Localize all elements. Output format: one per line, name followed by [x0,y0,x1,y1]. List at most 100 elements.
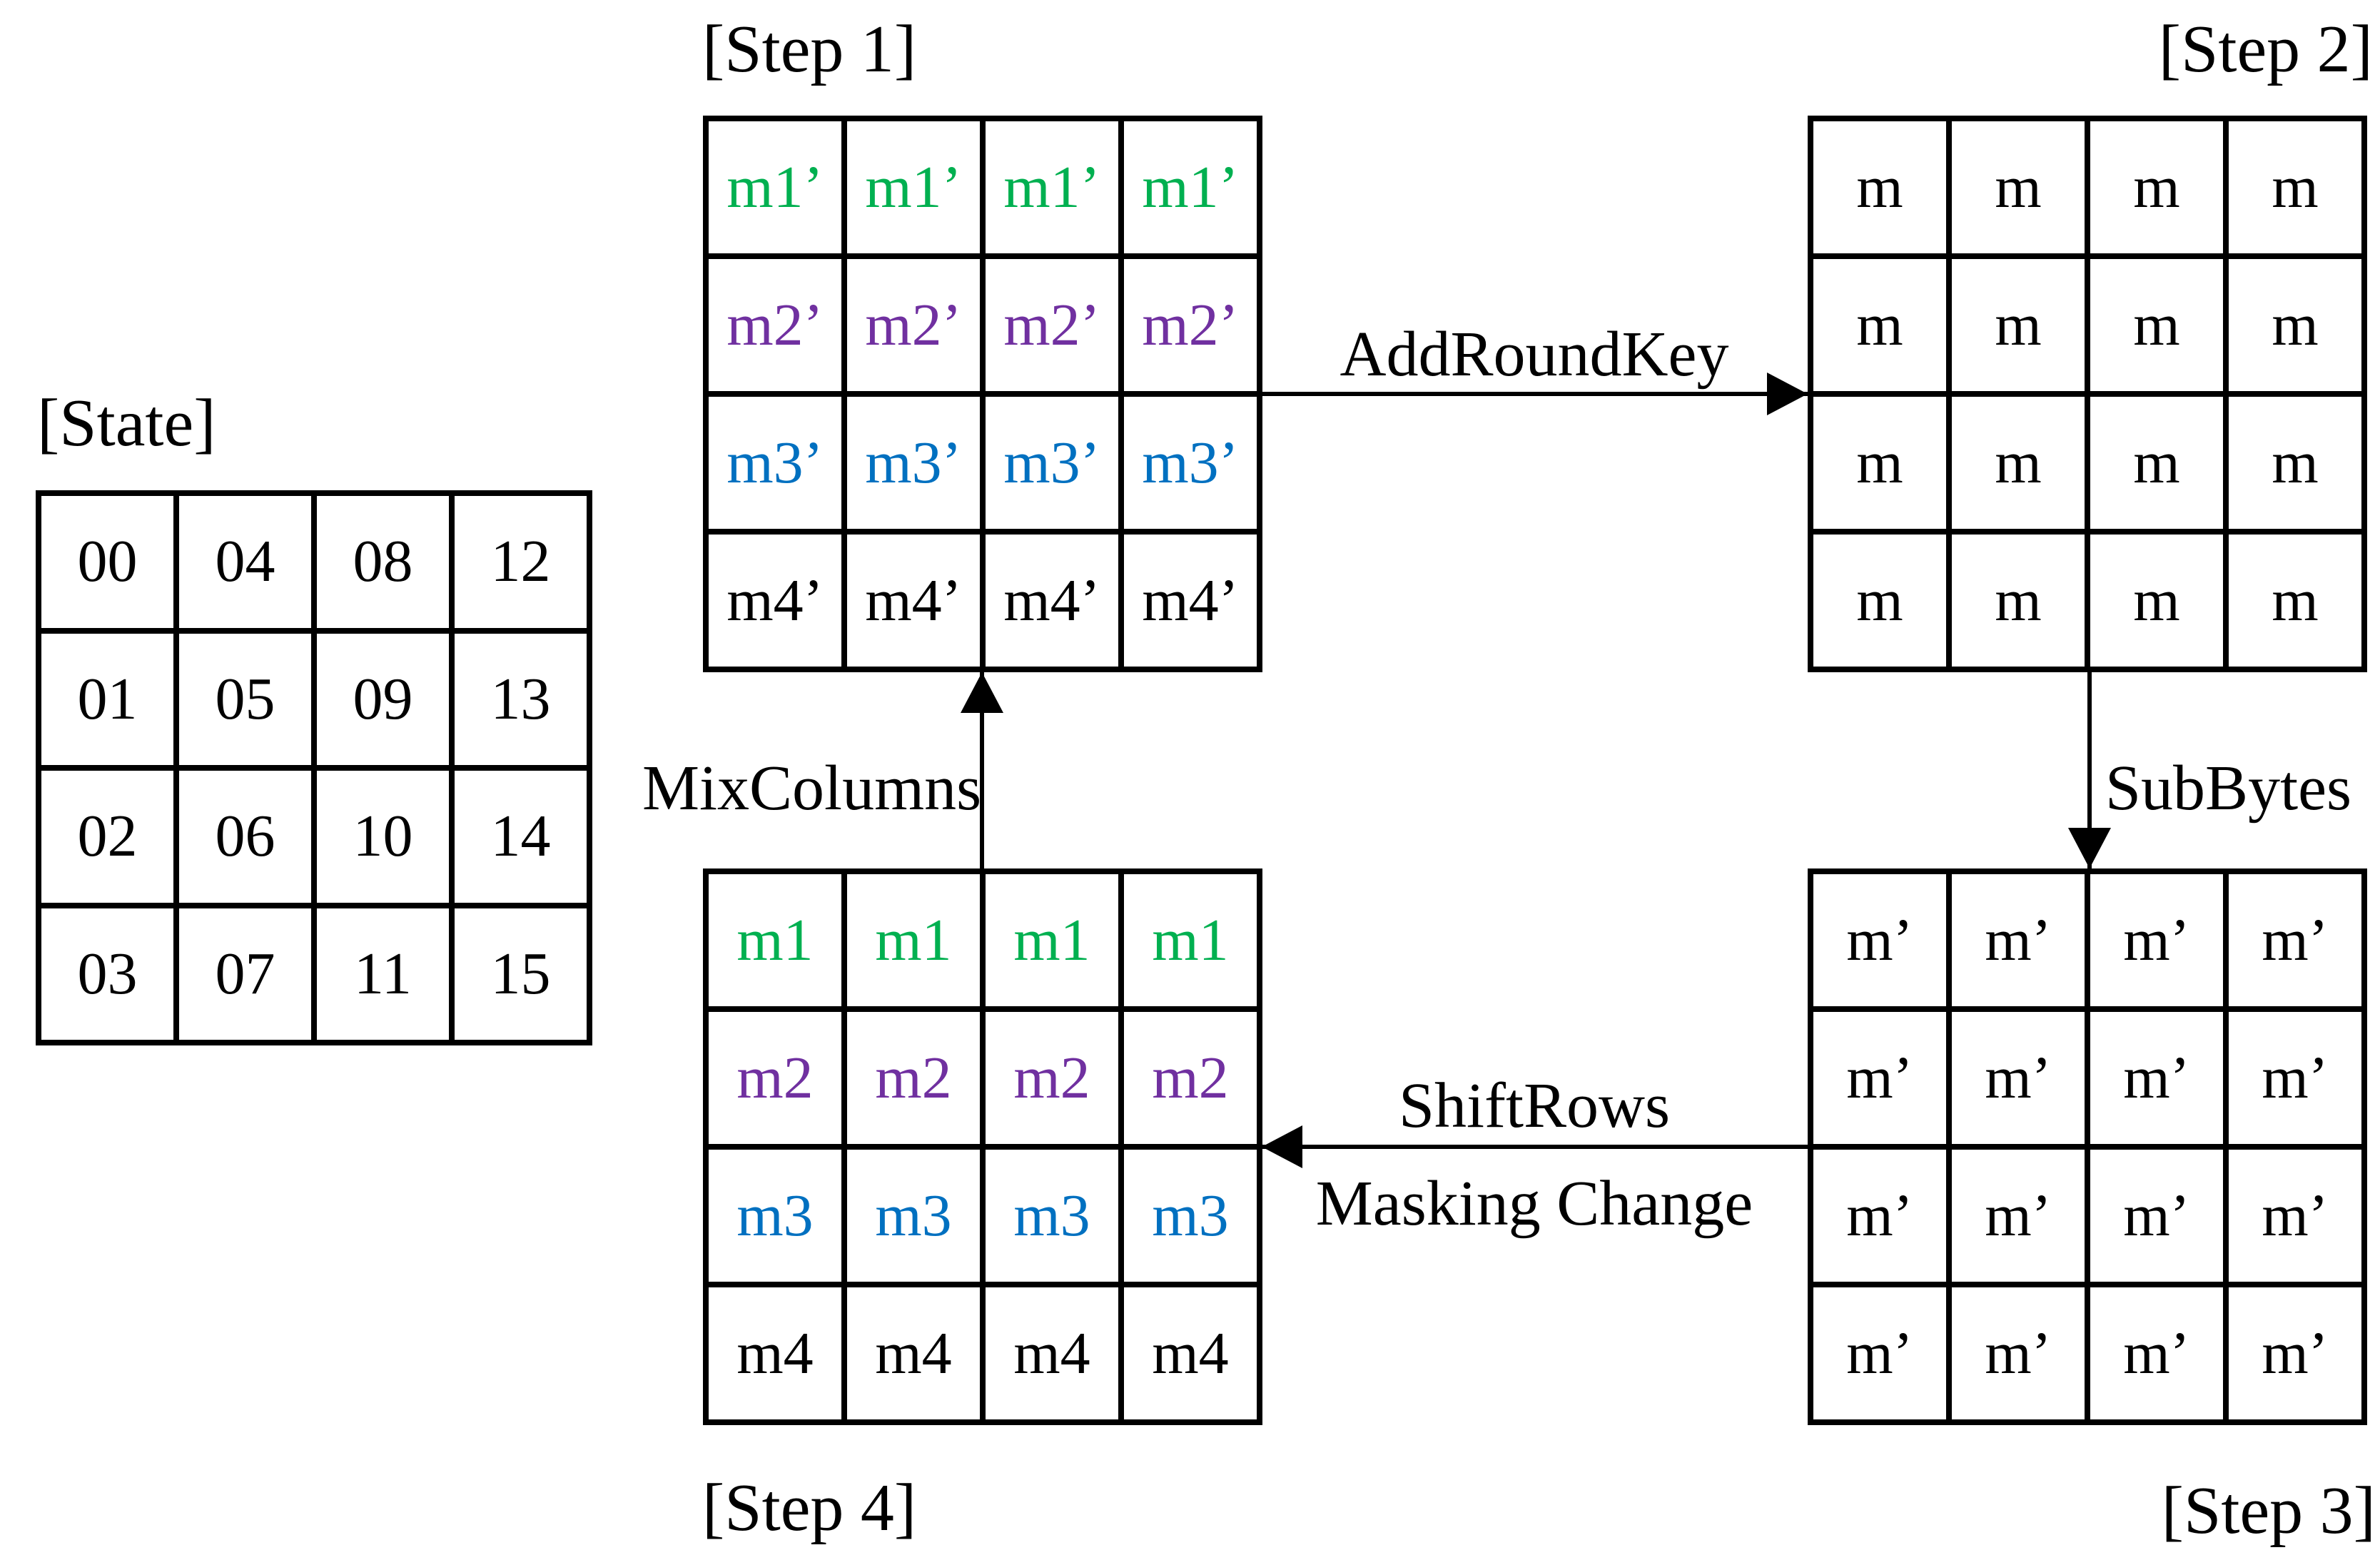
grid-cell-r2-c4: m2’ [1121,256,1260,394]
grid-cell-r4-c4: m4 [1121,1285,1260,1422]
grid-cell-r4-c2: m4’ [844,532,983,669]
shift-rows-label: ShiftRows [1398,1070,1671,1141]
grid-cell-r4-c2: m4 [844,1285,983,1422]
grid-cell-r3-c3: m [2087,394,2226,532]
grid-cell-r2-c1: m’ [1811,1009,1949,1147]
grid-cell-r4-c1: m’ [1811,1285,1949,1422]
grid-cell-r4-c1: m [1811,532,1949,669]
grid-cell-r3-c4: m3 [1121,1147,1260,1285]
step1-label: [Step 1] [702,12,917,86]
add-round-key-arrowhead-icon [1767,373,1808,415]
grid-cell-r1-c1: m1’ [706,118,844,256]
grid-cell-r2-c1: m [1811,256,1949,394]
grid-cell-r4-c4: 15 [452,905,589,1043]
grid-cell-r4-c1: m4 [706,1285,844,1422]
grid-cell-r3-c2: m’ [1949,1147,2087,1285]
grid-cell-r4-c1: 03 [39,905,176,1043]
shift-rows-arrow-line [1262,1145,1808,1149]
step2-label: [Step 2] [2158,12,2373,86]
grid-cell-r1-c1: m [1811,118,1949,256]
grid-cell-r2-c3: m [2087,256,2226,394]
grid-cell-r3-c4: m3’ [1121,394,1260,532]
grid-cell-r4-c2: m’ [1949,1285,2087,1422]
grid-cell-r1-c2: m [1949,118,2087,256]
grid-cell-r2-c1: m2 [706,1009,844,1147]
grid-cell-r4-c3: m4 [983,1285,1121,1422]
add-round-key-arrow-line [1262,392,1808,396]
grid-cell-r2-c2: m2’ [844,256,983,394]
grid-cell-r1-c2: m1 [844,871,983,1009]
grid-cell-r2-c3: 09 [314,630,452,768]
grid-cell-r4-c3: 11 [314,905,452,1043]
grid-cell-r3-c1: 02 [39,768,176,906]
grid-cell-r2-c4: m2 [1121,1009,1260,1147]
grid-cell-r1-c4: m1’ [1121,118,1260,256]
grid-cell-r3-c1: m’ [1811,1147,1949,1285]
grid-cell-r2-c1: m2’ [706,256,844,394]
grid-cell-r1-c2: 04 [176,493,314,631]
grid-cell-r3-c1: m [1811,394,1949,532]
grid-cell-r4-c4: m [2226,532,2364,669]
grid-cell-r2-c3: m2 [983,1009,1121,1147]
grid-cell-r1-c4: m’ [2226,871,2364,1009]
step1-grid: m1’m1’m1’m1’m2’m2’m2’m2’m3’m3’m3’m3’m4’m… [703,116,1262,672]
grid-cell-r4-c3: m [2087,532,2226,669]
mix-columns-arrowhead-icon [961,672,1003,713]
grid-cell-r3-c2: m [1949,394,2087,532]
grid-cell-r3-c3: m3 [983,1147,1121,1285]
grid-cell-r1-c1: m1 [706,871,844,1009]
grid-cell-r3-c2: m3’ [844,394,983,532]
grid-cell-r4-c4: m’ [2226,1285,2364,1422]
sub-bytes-arrowhead-icon [2068,828,2111,868]
grid-cell-r2-c4: m’ [2226,1009,2364,1147]
grid-cell-r1-c3: m1 [983,871,1121,1009]
grid-cell-r3-c3: m3’ [983,394,1121,532]
grid-cell-r2-c2: 05 [176,630,314,768]
grid-cell-r1-c3: m’ [2087,871,2226,1009]
grid-cell-r1-c3: m1’ [983,118,1121,256]
grid-cell-r2-c3: m2’ [983,256,1121,394]
masking-change-label: Masking Change [1315,1168,1753,1239]
grid-cell-r2-c1: 01 [39,630,176,768]
grid-cell-r1-c1: m’ [1811,871,1949,1009]
grid-cell-r2-c2: m’ [1949,1009,2087,1147]
grid-cell-r3-c3: 10 [314,768,452,906]
shift-rows-arrowhead-icon [1262,1125,1302,1168]
grid-cell-r4-c1: m4’ [706,532,844,669]
mix-columns-label: MixColumns [642,753,982,824]
grid-cell-r3-c4: 14 [452,768,589,906]
add-round-key-label: AddRoundKey [1340,319,1729,390]
grid-cell-r2-c2: m [1949,256,2087,394]
sub-bytes-label: SubBytes [2105,753,2352,824]
grid-cell-r1-c1: 00 [39,493,176,631]
grid-cell-r4-c3: m4’ [983,532,1121,669]
grid-cell-r3-c2: m3 [844,1147,983,1285]
grid-cell-r1-c2: m1’ [844,118,983,256]
grid-cell-r1-c3: 08 [314,493,452,631]
grid-cell-r2-c2: m2 [844,1009,983,1147]
grid-cell-r4-c2: 07 [176,905,314,1043]
grid-cell-r3-c3: m’ [2087,1147,2226,1285]
grid-cell-r3-c4: m’ [2226,1147,2364,1285]
step3-grid: m’m’m’m’m’m’m’m’m’m’m’m’m’m’m’m’ [1808,868,2367,1425]
grid-cell-r3-c2: 06 [176,768,314,906]
grid-cell-r4-c4: m4’ [1121,532,1260,669]
mix-columns-arrow-line [980,672,984,868]
grid-cell-r2-c4: m [2226,256,2364,394]
grid-cell-r2-c4: 13 [452,630,589,768]
grid-cell-r1-c4: m1 [1121,871,1260,1009]
step3-label: [Step 3] [2161,1474,2376,1548]
grid-cell-r3-c1: m3 [706,1147,844,1285]
sub-bytes-arrow-line [2087,672,2092,868]
grid-cell-r1-c2: m’ [1949,871,2087,1009]
grid-cell-r3-c1: m3’ [706,394,844,532]
grid-cell-r1-c3: m [2087,118,2226,256]
grid-cell-r4-c3: m’ [2087,1285,2226,1422]
grid-cell-r1-c4: m [2226,118,2364,256]
step4-label: [Step 4] [702,1471,917,1545]
grid-cell-r1-c4: 12 [452,493,589,631]
